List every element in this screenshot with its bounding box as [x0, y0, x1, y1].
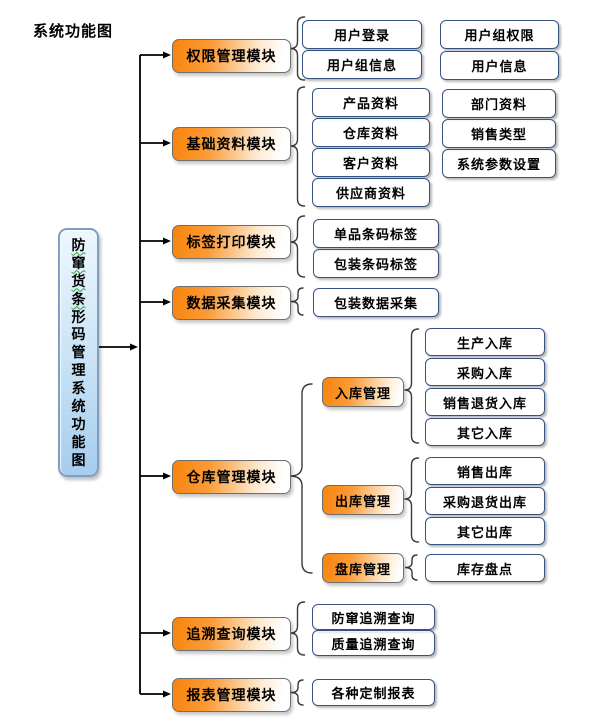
page-title: 系统功能图 [33, 23, 114, 40]
leaf-purchase-inbound: 采购入库 [425, 358, 545, 386]
brace-basic-data [290, 86, 306, 207]
leaf-user-group-info: 用户组信息 [302, 50, 422, 79]
brace-trace-query [290, 601, 306, 656]
brace-label-printing [290, 215, 306, 278]
leaf-user-info: 用户信息 [440, 51, 559, 80]
submodule-stocktake-management: 盘库管理 [322, 553, 404, 583]
leaf-custom-reports: 各种定制报表 [312, 679, 435, 706]
leaf-sales-return-inbound: 销售退货入库 [425, 388, 545, 416]
brace-stocktake [404, 554, 418, 581]
submodule-outbound-management: 出库管理 [322, 485, 404, 515]
brace-inbound [404, 328, 420, 444]
leaf-sales-outbound: 销售出库 [425, 457, 545, 485]
leaf-department-data: 部门资料 [442, 89, 556, 118]
brace-report [290, 679, 304, 706]
leaf-purchase-return-outbound: 采购退货出库 [425, 487, 545, 515]
leaf-other-outbound: 其它出库 [425, 517, 545, 545]
module-report-management: 报表管理模块 [172, 678, 291, 712]
brace-warehouse-submodules [289, 383, 313, 574]
leaf-production-inbound: 生产入库 [425, 328, 545, 356]
leaf-inventory-check: 库存盘点 [425, 554, 545, 582]
leaf-package-data-collection: 包装数据采集 [313, 288, 439, 317]
leaf-package-barcode-label: 包装条码标签 [313, 249, 439, 278]
leaf-single-item-barcode-label: 单品条码标签 [313, 219, 439, 248]
brace-outbound [404, 457, 420, 543]
leaf-customer-data: 客户资料 [312, 148, 430, 177]
module-label-printing: 标签打印模块 [172, 225, 291, 259]
leaf-user-login: 用户登录 [302, 20, 422, 49]
brace-data-collection [290, 287, 304, 316]
module-data-collection: 数据采集模块 [172, 286, 291, 320]
leaf-user-group-permission: 用户组权限 [440, 20, 559, 49]
submodule-inbound-management: 入库管理 [322, 377, 404, 407]
leaf-supplier-data: 供应商资料 [312, 178, 430, 207]
leaf-anti-channeling-trace-query: 防窜追溯查询 [312, 604, 435, 630]
leaf-warehouse-data: 仓库资料 [312, 118, 430, 147]
leaf-product-data: 产品资料 [312, 88, 430, 117]
leaf-sales-type: 销售类型 [442, 119, 556, 148]
leaf-quality-trace-query: 质量追溯查询 [312, 630, 435, 656]
module-warehouse-management: 仓库管理模块 [172, 460, 291, 494]
root-node-label: 防窜货条形码管理系统功能图 [71, 236, 86, 469]
leaf-system-parameter-settings: 系统参数设置 [442, 149, 556, 178]
leaf-other-inbound: 其它入库 [425, 418, 545, 446]
module-basic-data: 基础资料模块 [172, 127, 291, 161]
root-node: 防窜货条形码管理系统功能图 [58, 228, 99, 477]
module-trace-query: 追溯查询模块 [172, 617, 291, 651]
module-permission-management: 权限管理模块 [172, 39, 291, 73]
